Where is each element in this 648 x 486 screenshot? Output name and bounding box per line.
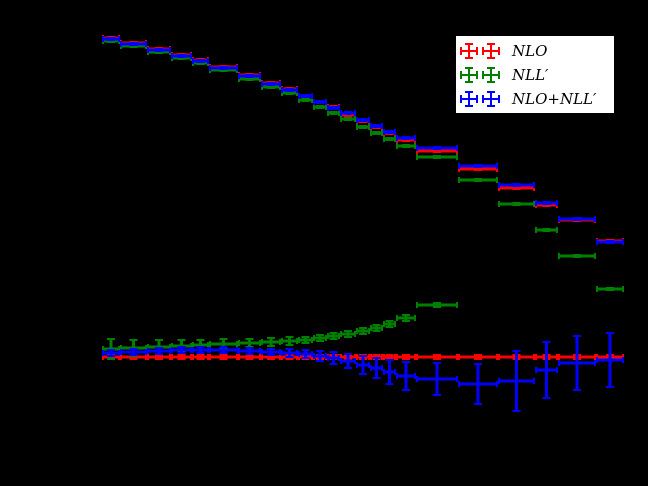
red-errorbar-icon (482, 43, 500, 59)
ratio-panel (102, 302, 624, 412)
series-nlo-plus-nll (102, 36, 624, 245)
legend-item-nlo-plus-nll-prime: NLO+NLL′ (460, 87, 610, 111)
blue-errorbar-icon (482, 91, 500, 107)
legend-label: NLO+NLL′ (512, 90, 597, 108)
green-errorbar-icon (482, 67, 500, 83)
red-errorbar-icon (460, 43, 478, 59)
legend-item-nll-prime: NLL′ (460, 63, 610, 87)
legend: NLO NLL′ NLO+NLL′ (456, 36, 614, 113)
legend-item-nlo: NLO (460, 39, 610, 63)
legend-label: NLO (512, 42, 548, 60)
green-errorbar-icon (460, 67, 478, 83)
series-nlo-plus-nll (102, 332, 624, 412)
blue-errorbar-icon (460, 91, 478, 107)
main-histogram-panel (102, 35, 624, 292)
legend-label: NLL′ (512, 66, 549, 84)
